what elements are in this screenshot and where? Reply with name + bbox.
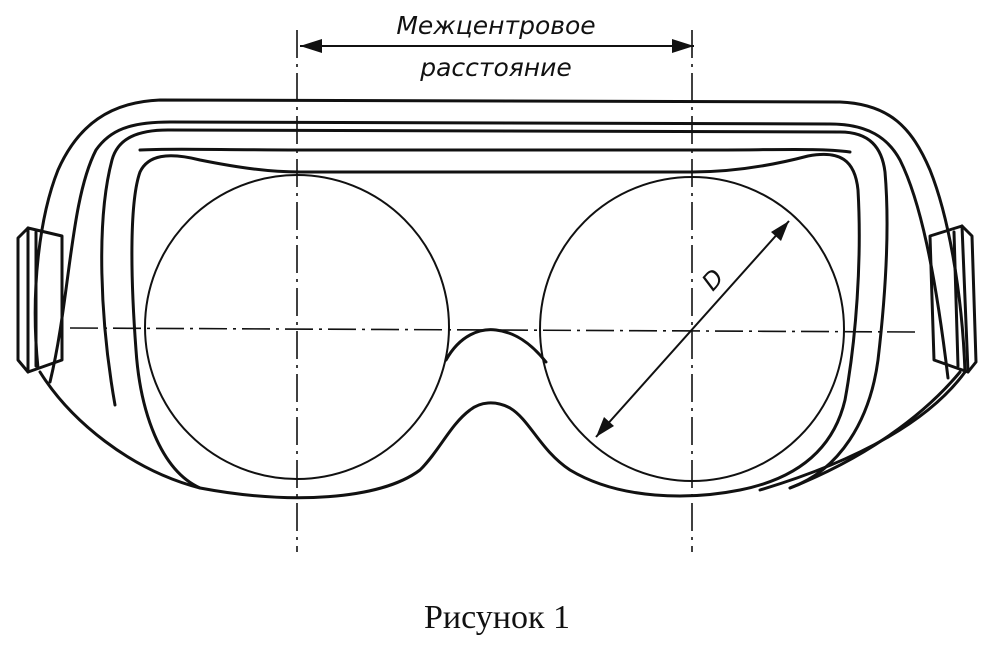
left-lower-strap xyxy=(38,370,202,490)
frame-top-ridge xyxy=(138,147,852,154)
dimension-label-line2: расстояние xyxy=(419,53,572,82)
left-strap-buckle xyxy=(16,226,64,374)
right-lower-strap xyxy=(788,370,962,490)
right-lens xyxy=(539,176,845,482)
frame-seal-contour xyxy=(100,128,889,490)
diameter-label: D xyxy=(696,264,729,296)
right-strap-buckle xyxy=(928,224,978,374)
outer-frame xyxy=(33,98,967,492)
left-lens xyxy=(144,174,450,480)
figure-caption: Рисунок 1 xyxy=(424,599,570,636)
frame-inner-contour xyxy=(48,120,950,384)
diameter-dimension-line xyxy=(595,220,790,438)
nose-bridge xyxy=(444,328,548,364)
lens-housing xyxy=(130,152,861,500)
center-distance-dimension-line xyxy=(300,39,694,53)
dimension-label-line1: Межцентровое xyxy=(396,11,595,40)
